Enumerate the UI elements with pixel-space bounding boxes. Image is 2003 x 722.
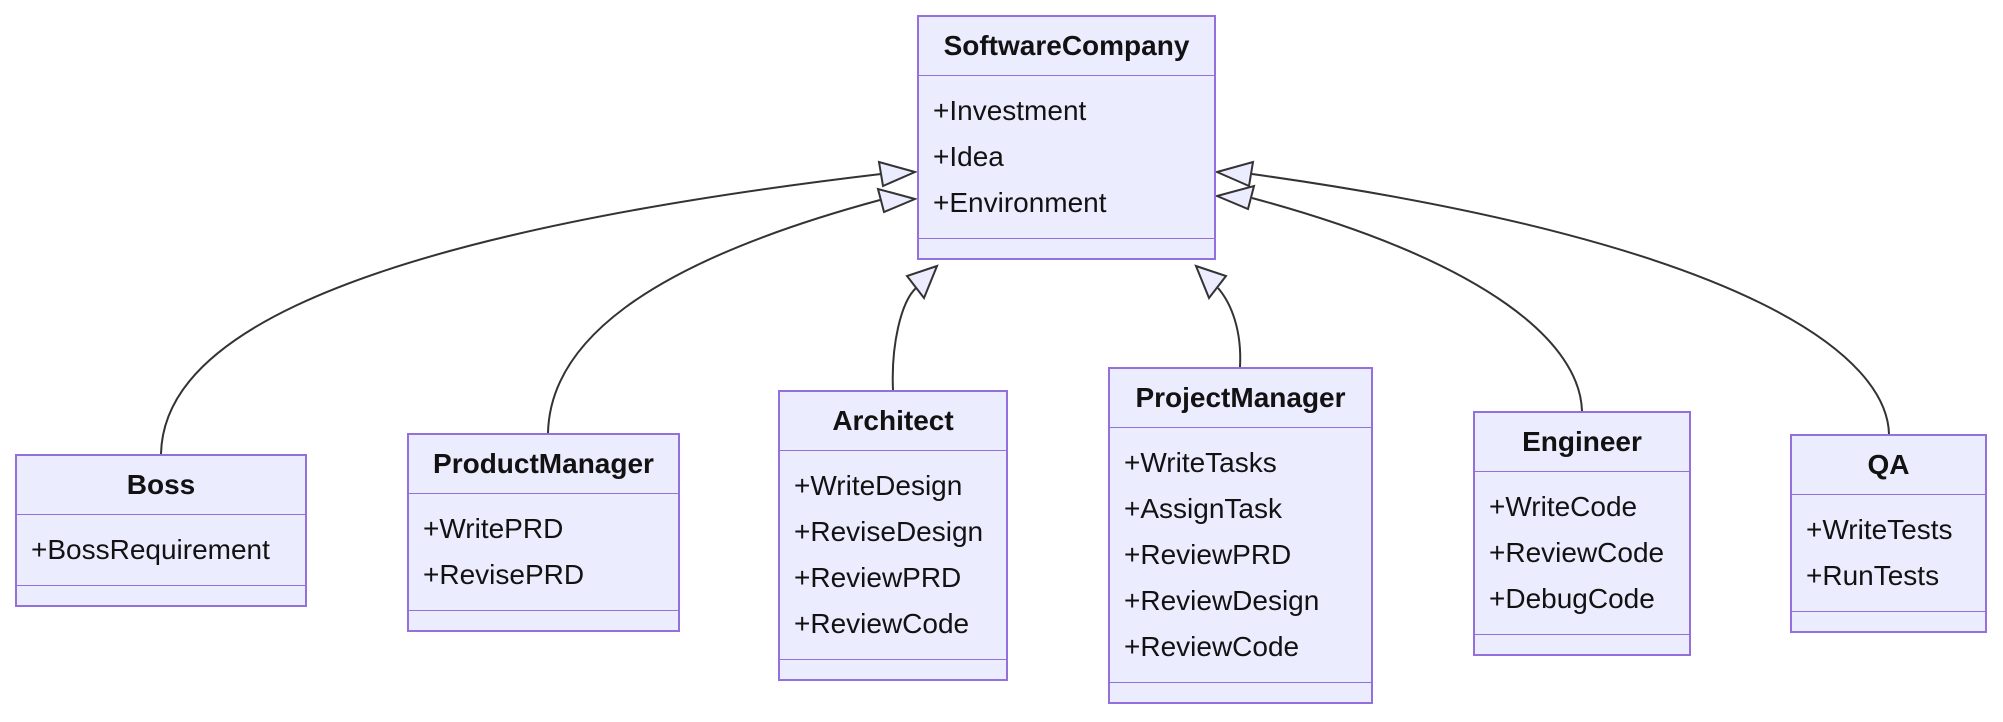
class-node-architect: Architect +WriteDesign +ReviseDesign +Revie… — [778, 390, 1008, 681]
class-node-softwarecompany: SoftwareCompany +Investment +Idea +Environm… — [917, 15, 1216, 260]
class-attribute: +WriteDesign — [794, 470, 963, 501]
class-attribute: +WriteTests — [1806, 514, 1953, 545]
inheritance-arrowhead-icon-productmanager — [876, 187, 919, 214]
class-title: ProjectManager — [1110, 369, 1371, 428]
class-title: Engineer — [1475, 413, 1689, 472]
class-node-projectmanager: ProjectManager +WriteTasks +AssignTask +Rev… — [1108, 367, 1373, 704]
class-attribute: +RevisePRD — [423, 559, 585, 590]
inheritance-arrowhead-icon-projectmanager — [1194, 264, 1228, 300]
class-attributes-section: +WritePRD +RevisePRD — [409, 494, 678, 611]
class-attribute: +ReviewCode — [1489, 537, 1665, 568]
class-attribute: +Environment — [933, 187, 1107, 218]
class-title: QA — [1792, 436, 1985, 495]
class-node-engineer: Engineer +WriteCode +ReviewCode +DebugCode — [1473, 411, 1691, 656]
class-title: SoftwareCompany — [919, 17, 1214, 76]
class-attribute: +DebugCode — [1489, 583, 1655, 614]
class-attribute: +ReviewCode — [1124, 631, 1300, 662]
class-methods-section-empty — [1110, 683, 1371, 702]
class-methods-section-empty — [1792, 612, 1985, 631]
class-attributes-section: +WriteCode +ReviewCode +DebugCode — [1475, 472, 1689, 635]
inheritance-arrowhead-icon-qa — [1214, 160, 1255, 188]
inheritance-arrowhead-icon-boss — [877, 160, 918, 188]
inheritance-edge-engineer — [1251, 197, 1583, 412]
class-attribute: +ReviewDesign — [1124, 585, 1320, 616]
class-attribute: +ReviewCode — [794, 608, 970, 639]
class-attribute: +WriteCode — [1489, 491, 1638, 522]
class-attributes-section: +WriteTests +RunTests — [1792, 495, 1985, 612]
class-methods-section-empty — [409, 611, 678, 630]
class-attributes-section: +WriteTasks +AssignTask +ReviewPRD +ReviewD… — [1110, 428, 1371, 683]
class-methods-section-empty — [919, 239, 1214, 258]
class-node-qa: QA +WriteTests +RunTests — [1790, 434, 1987, 633]
inheritance-edge-projectmanager — [1217, 287, 1242, 368]
class-attribute: +WriteTasks — [1124, 447, 1277, 478]
class-methods-section-empty — [780, 660, 1006, 679]
inheritance-arrowhead-icon-engineer — [1213, 184, 1256, 211]
class-attribute: +Idea — [933, 141, 1004, 172]
class-attribute: +ReviewPRD — [794, 562, 962, 593]
class-title: Boss — [17, 456, 305, 515]
class-attribute: +BossRequirement — [31, 534, 270, 565]
class-attribute: +AssignTask — [1124, 493, 1282, 524]
inheritance-edge-qa — [1251, 173, 1890, 435]
class-attribute: +WritePRD — [423, 513, 564, 544]
class-node-boss: Boss +BossRequirement — [15, 454, 307, 607]
class-attributes-section: +BossRequirement — [17, 515, 305, 586]
class-title: ProductManager — [409, 435, 678, 494]
class-node-productmanager: ProductManager +WritePRD +RevisePRD — [407, 433, 680, 632]
class-attribute: +Investment — [933, 95, 1087, 126]
inheritance-arrowhead-icon-architect — [905, 264, 939, 300]
class-attribute: +RunTests — [1806, 560, 1940, 591]
class-methods-section-empty — [17, 586, 305, 605]
class-methods-section-empty — [1475, 635, 1689, 654]
class-attributes-section: +Investment +Idea +Environment — [919, 76, 1214, 239]
inheritance-edge-productmanager — [547, 199, 881, 434]
inheritance-edge-architect — [891, 287, 917, 391]
class-attributes-section: +WriteDesign +ReviseDesign +ReviewPRD +Revi… — [780, 451, 1006, 660]
class-title: Architect — [780, 392, 1006, 451]
class-attribute: +ReviewPRD — [1124, 539, 1292, 570]
inheritance-edge-boss — [160, 173, 882, 455]
class-attribute: +ReviseDesign — [794, 516, 984, 547]
